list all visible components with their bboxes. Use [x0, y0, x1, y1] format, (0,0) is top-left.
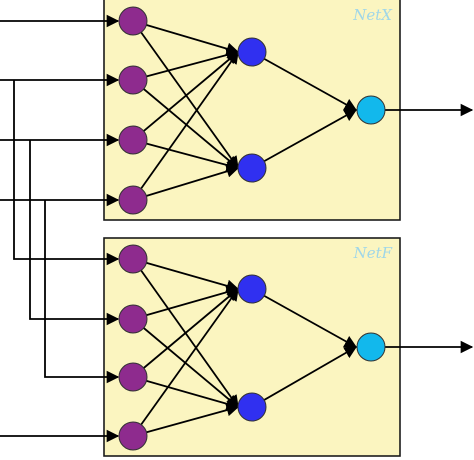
netx-edge [132, 51, 239, 141]
netx-input-node-4 [118, 185, 148, 215]
netx-hidden-node-1 [237, 37, 267, 67]
netf-edge [251, 346, 358, 408]
netx-edge [251, 109, 358, 169]
netf-hidden-node-2 [237, 392, 267, 422]
netf-input-node-4 [118, 421, 148, 451]
netx-hidden-node-2 [237, 153, 267, 183]
netf-edge [132, 287, 239, 437]
netx-edge [132, 139, 240, 172]
netf-hidden-node-1 [237, 274, 267, 304]
netf-edge [132, 286, 240, 320]
netf-input-node-3 [118, 362, 148, 392]
netf-edge [132, 288, 239, 378]
netf-label: NetF [353, 244, 393, 262]
netx-edge [132, 20, 239, 170]
netx-edge [132, 79, 239, 169]
netx-edge [251, 51, 358, 111]
netx-output-node [356, 95, 386, 125]
netf-input-node-1 [118, 244, 148, 274]
input-line-4-branch [44, 200, 120, 384]
netf-edge [132, 403, 240, 437]
netx-input-node-1 [118, 6, 148, 36]
netf-output-node [356, 332, 386, 362]
netx-edge [132, 48, 240, 81]
netf-edge [132, 258, 240, 292]
netx-edges [132, 20, 474, 201]
netf-edge [132, 376, 240, 410]
netf-input-node-2 [118, 304, 148, 334]
netx-input-node-2 [118, 65, 148, 95]
input-wiring [0, 14, 120, 443]
netx-input-node-3 [118, 125, 148, 155]
netf-edge [251, 288, 358, 348]
netf-edges [132, 258, 474, 437]
netx-edge [132, 165, 240, 201]
netx-edge [132, 50, 239, 201]
netx-edge [132, 20, 240, 55]
netf-nodes [118, 244, 386, 451]
netx-label: NetX [352, 6, 393, 24]
netx-nodes [118, 6, 386, 215]
